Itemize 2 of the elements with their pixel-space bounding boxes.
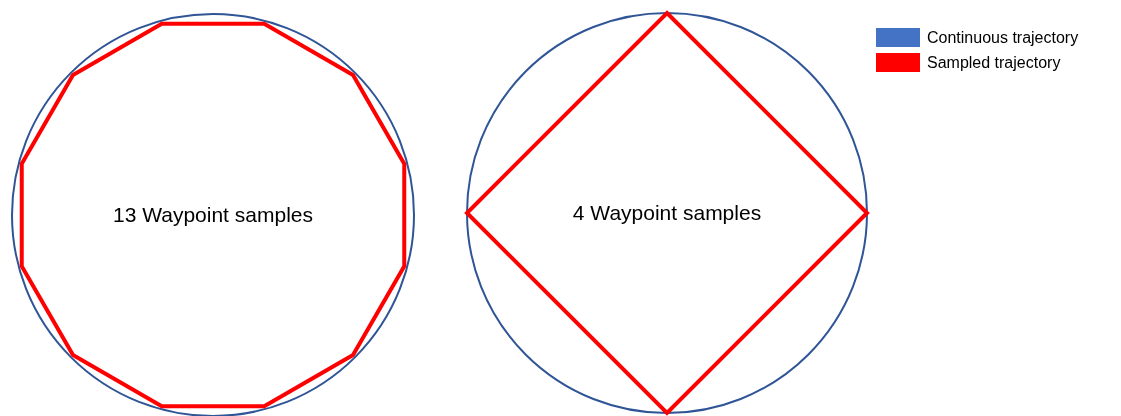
legend-label: Continuous trajectory xyxy=(927,28,1079,47)
legend-label: Sampled trajectory xyxy=(927,53,1061,72)
